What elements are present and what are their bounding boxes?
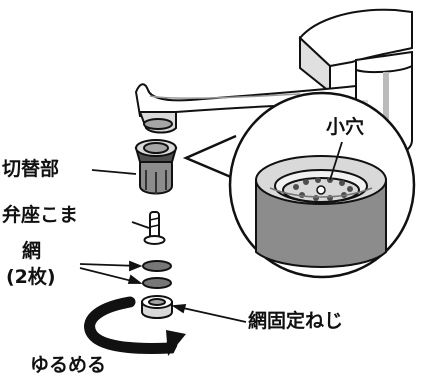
loosen-label: ゆるめる — [30, 354, 107, 376]
mesh-discs — [142, 260, 172, 289]
faucet-spout — [134, 83, 357, 134]
mesh-count-label: (2枚) — [6, 266, 56, 288]
magnified-nozzle — [255, 155, 387, 268]
valve-seat — [143, 211, 166, 245]
switch-part-label: 切替部 — [2, 158, 60, 180]
leader-lines — [79, 141, 343, 323]
mesh-label: 網 — [22, 240, 42, 262]
mesh-screw-label: 網固定ねじ — [248, 310, 344, 332]
switch-part — [134, 139, 178, 195]
small-hole-label: 小穴 — [326, 116, 365, 138]
valve-seat-label: 弁座こま — [2, 204, 79, 226]
mesh-screw — [141, 295, 173, 319]
loosen-arrow — [84, 296, 186, 356]
